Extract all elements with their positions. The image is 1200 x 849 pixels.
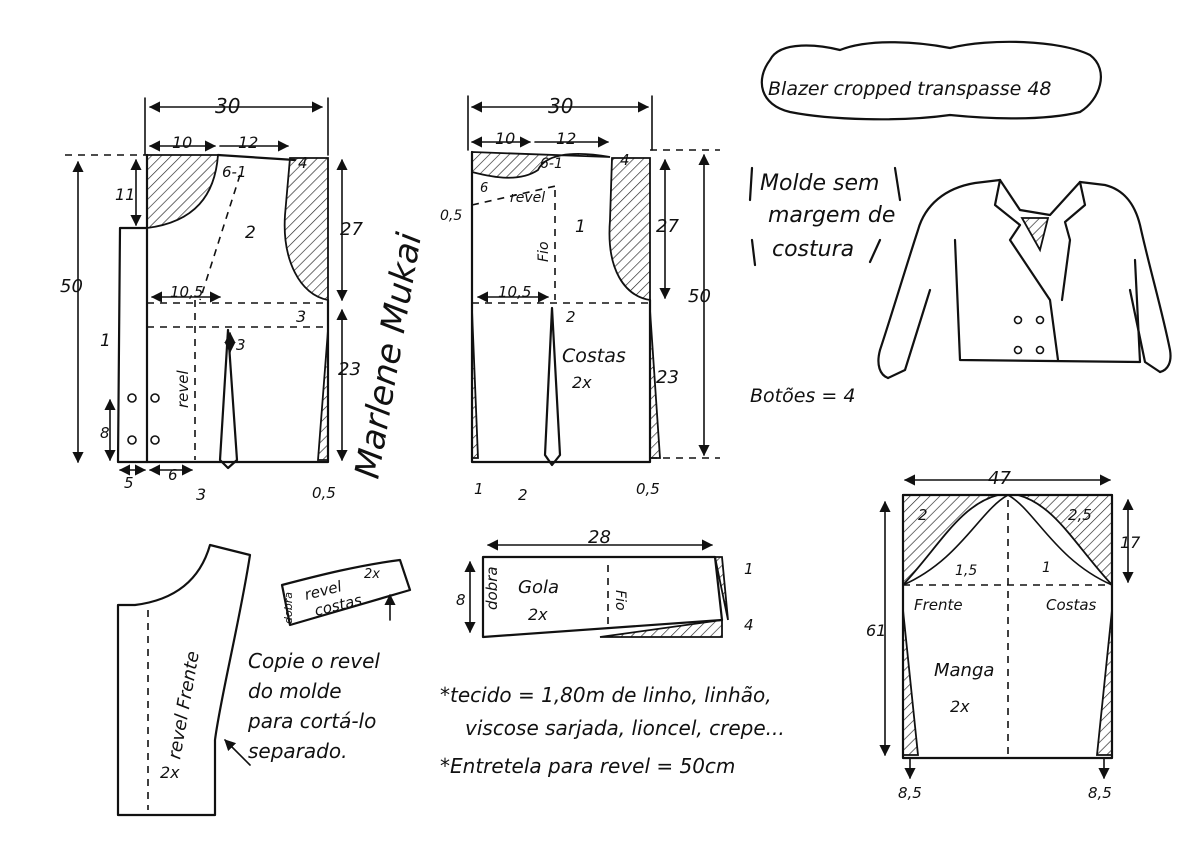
note-line-2: margem de <box>768 203 895 228</box>
collar-dim-1: 1 <box>744 560 754 578</box>
back-facing-fold: dobra <box>282 592 295 624</box>
back-mark-bottom-0-5: 0,5 <box>636 480 660 498</box>
collar-piece: 28 8 dobra Gola 2x Fio 1 4 <box>456 527 754 639</box>
title-cloud: Blazer cropped transpasse 48 <box>760 40 1102 121</box>
signature: Marlene Mukai <box>347 229 430 481</box>
sleeve-label: Manga <box>934 660 994 681</box>
facing-note-3: para cortá-lo <box>247 709 376 733</box>
back-dim-0-5: 0,5 <box>440 208 462 224</box>
front-dart-3: 3 <box>236 336 246 354</box>
front-mark-1: 1 <box>100 331 111 351</box>
back-dart-2: 2 <box>566 308 576 326</box>
fabric-line-1: *tecido = 1,80m de linho, linhão, <box>440 683 772 707</box>
buttons-note: Botões = 4 <box>750 385 855 407</box>
sleeve-dim-61: 61 <box>866 621 886 640</box>
sleeve-dim-1-5: 1,5 <box>955 563 977 579</box>
front-dart-6-1: 6-1 <box>222 163 247 181</box>
front-dim-5: 5 <box>124 474 134 492</box>
back-dim-10-5: 10,5 <box>498 283 531 301</box>
back-revel-label: revel <box>510 190 545 206</box>
back-dim-10: 10 <box>495 129 515 148</box>
front-dim-4: 4 <box>298 154 308 172</box>
facing-note-2: do molde <box>248 679 342 703</box>
back-mark-bottom-1: 1 <box>474 480 484 498</box>
back-bodice: 30 10 12 6-1 4 revel 6 0,5 Fio 1 27 50 1… <box>440 94 720 504</box>
back-dim-27: 27 <box>656 216 679 237</box>
collar-label: Gola <box>518 577 559 598</box>
sleeve-dim-1: 1 <box>1042 560 1051 576</box>
collar-height-label: 8 <box>456 591 466 609</box>
front-dim-10-5: 10,5 <box>170 283 203 301</box>
blazer-illustration <box>877 178 1172 380</box>
collar-fold-label: dobra <box>483 566 501 610</box>
sleeve-dim-2-5: 2,5 <box>1068 506 1092 524</box>
front-dim-3: 3 <box>296 307 306 326</box>
sleeve-piece: 47 2 2,5 1,5 1 17 61 Frente Costas Manga… <box>866 468 1141 802</box>
back-dim-6: 6 <box>480 181 488 196</box>
front-revel-label: revel <box>174 369 192 408</box>
back-mark-bottom-2: 2 <box>518 486 528 504</box>
back-dim-12: 12 <box>556 129 576 148</box>
front-mark-2: 2 <box>245 223 256 243</box>
fabric-line-3: *Entretela para revel = 50cm <box>440 754 735 778</box>
facing-note: Copie o revel do molde para cortá-lo sep… <box>247 649 380 763</box>
front-facing-count: 2x <box>160 763 180 782</box>
sleeve-back-label: Costas <box>1046 596 1097 614</box>
front-facing-label: revel Frente <box>164 650 204 761</box>
note-line-1: Molde sem <box>760 171 879 196</box>
fabric-line-2: viscose sarjada, lioncel, crepe... <box>465 716 785 740</box>
front-bodice: 30 10 12 6-1 4 2 1 50 11 27 10,5 3 23 <box>60 94 363 504</box>
facing-note-1: Copie o revel <box>248 649 380 673</box>
back-piece-label: Costas <box>562 345 626 367</box>
collar-count: 2x <box>528 605 548 624</box>
front-dim-27: 27 <box>340 219 363 240</box>
title-text: Blazer cropped transpasse 48 <box>768 78 1052 100</box>
fabric-note: *tecido = 1,80m de linho, linhão, viscos… <box>440 683 785 778</box>
sleeve-dim-17: 17 <box>1120 533 1141 552</box>
seam-note: Molde sem margem de costura <box>748 166 902 267</box>
sleeve-dim-8-5-right: 8,5 <box>1088 784 1112 802</box>
sleeve-width-label: 47 <box>988 468 1011 489</box>
sleeve-dim-8-5-left: 8,5 <box>898 784 922 802</box>
collar-dim-4: 4 <box>744 616 754 634</box>
front-dim-23: 23 <box>338 359 361 380</box>
back-height-50: 50 <box>688 286 711 307</box>
back-dart-6-1: 6-1 <box>540 156 563 172</box>
back-mark-1: 1 <box>575 217 586 237</box>
back-facing-count: 2x <box>364 567 380 582</box>
back-grain-label: Fio <box>536 241 552 262</box>
back-facing-piece: revel costas 2x dobra <box>280 558 412 627</box>
front-facing-piece: revel Frente 2x <box>116 543 252 817</box>
back-dim-23: 23 <box>656 367 679 388</box>
front-dim-10: 10 <box>172 133 192 152</box>
back-piece-count: 2x <box>572 373 592 392</box>
front-dim-11: 11 <box>115 185 135 204</box>
front-dim-6: 6 <box>168 466 178 484</box>
sleeve-front-label: Frente <box>914 596 963 614</box>
collar-width-label: 28 <box>588 527 611 548</box>
front-dim-8: 8 <box>100 424 110 442</box>
facing-note-4: separado. <box>248 739 347 763</box>
front-dim-12: 12 <box>238 133 258 152</box>
back-width-label: 30 <box>548 94 573 118</box>
front-width-label: 30 <box>215 94 240 118</box>
collar-grain-label: Fio <box>612 590 628 611</box>
front-dim-3-bottom: 3 <box>196 485 206 504</box>
sleeve-count: 2x <box>950 697 970 716</box>
front-height-50: 50 <box>60 276 83 297</box>
note-line-3: costura <box>772 237 854 262</box>
sleeve-dim-2: 2 <box>918 506 928 524</box>
front-dim-0-5: 0,5 <box>312 484 336 502</box>
